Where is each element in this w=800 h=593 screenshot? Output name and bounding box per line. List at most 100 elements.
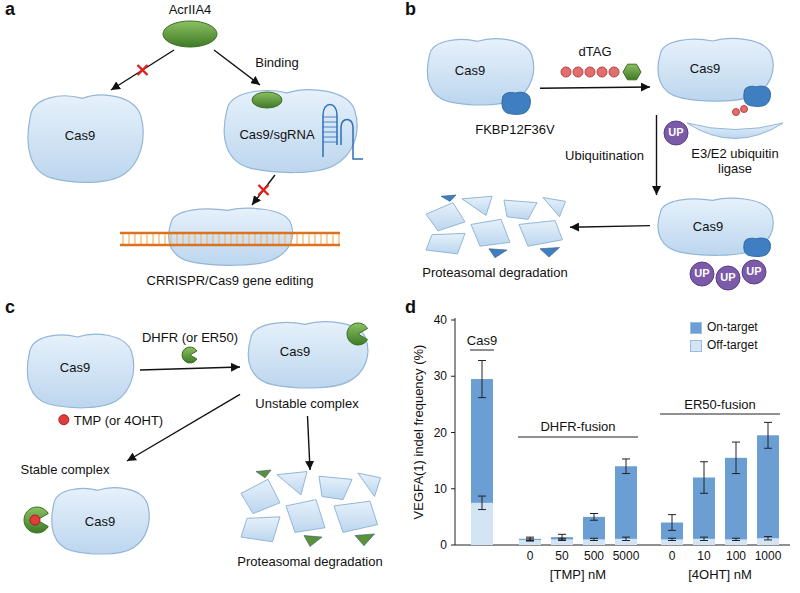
- node-label: UP: [668, 125, 683, 140]
- error-cap: [526, 541, 534, 542]
- dtag-bead: [733, 109, 740, 116]
- on-target-bar: [615, 466, 637, 545]
- dna-rung: [134, 233, 135, 245]
- legend-swatch: [690, 322, 702, 334]
- off-target-bar: [519, 540, 541, 545]
- cas9-protein: Cas9: [20, 90, 150, 185]
- error-cap: [590, 520, 598, 521]
- cas9-fkbp-fusion: Cas9: [650, 195, 780, 263]
- fkbp-domain: [744, 86, 771, 106]
- off-target-bar: [583, 539, 605, 545]
- group-bracket: [518, 437, 638, 438]
- error-cap: [622, 537, 630, 538]
- dtag-bead: [561, 67, 571, 77]
- error-cap: [764, 448, 772, 449]
- dna-rung: [260, 233, 261, 245]
- error-cap: [732, 442, 740, 443]
- dna-strand: [120, 232, 340, 234]
- node-label: Cas9: [690, 61, 720, 76]
- error-cap: [478, 496, 486, 497]
- error-bar: [626, 537, 627, 540]
- error-cap: [668, 514, 676, 515]
- dna-rung: [158, 233, 159, 245]
- dna-rung: [212, 233, 213, 245]
- node-label: Proteasomal degradation: [237, 554, 382, 569]
- panel-letter: b: [405, 2, 416, 17]
- group-label: ER50-fusion: [684, 397, 756, 412]
- dna-rung: [140, 233, 141, 245]
- error-cap: [700, 461, 708, 462]
- error-bar: [704, 537, 705, 540]
- dna-rung: [194, 233, 195, 245]
- dna-rung: [290, 233, 291, 245]
- y-axis: [455, 318, 456, 545]
- dna-rung: [332, 233, 333, 245]
- error-cap: [700, 537, 708, 538]
- error-cap: [764, 539, 772, 540]
- dna-rung: [200, 233, 201, 245]
- dna-rung: [170, 233, 171, 245]
- node-label: Cas9/sgRNA: [239, 127, 314, 142]
- legend-swatch: [690, 340, 702, 352]
- tick: [451, 320, 455, 321]
- reagent-name: dTAG: [579, 44, 612, 59]
- acriia4-protein: [163, 21, 217, 47]
- dhfr-domain: [347, 323, 368, 345]
- dna-rung: [206, 233, 207, 245]
- error-cap: [526, 538, 534, 539]
- dna-rung: [296, 233, 297, 245]
- ubiquitin-circle: [716, 266, 740, 290]
- connector-arrow: [656, 115, 657, 195]
- error-cap: [732, 473, 740, 474]
- cas9-sgrna-complex: Cas9/sgRNA: [215, 85, 365, 175]
- error-bar: [562, 534, 563, 540]
- protein-fragment: [241, 479, 280, 513]
- tick-label: 40: [434, 313, 447, 328]
- protein-fragment: [334, 501, 378, 532]
- off-target-bar: [551, 539, 573, 545]
- dna-rung: [152, 233, 153, 245]
- connector-arrow: [127, 394, 240, 461]
- error-cap: [558, 534, 566, 535]
- tick-label: 0: [440, 538, 447, 553]
- panel-letter: c: [5, 300, 15, 315]
- dtag-bead: [573, 67, 583, 77]
- tick: [451, 488, 455, 489]
- protein-fragment: [543, 198, 566, 217]
- off-target-bar: [725, 539, 747, 545]
- error-cap: [622, 458, 630, 459]
- group-label: DHFR-fusion: [540, 419, 615, 434]
- protein-fragment: [319, 476, 352, 499]
- domain-fragment: [304, 536, 322, 547]
- node-label: UP: [720, 270, 735, 285]
- cas9-protein: Cas9: [20, 330, 140, 410]
- tick: [451, 376, 455, 377]
- protein-fragment: [519, 221, 563, 247]
- dna-rung: [278, 233, 279, 245]
- error-bar: [482, 496, 483, 510]
- dtag-bead: [741, 106, 748, 113]
- error-cap: [668, 530, 676, 531]
- sgrna-pair: [323, 127, 337, 128]
- error-cap: [590, 538, 598, 539]
- on-target-bar: [551, 537, 573, 545]
- dna-rung: [236, 233, 237, 245]
- dhfr-domain: [24, 507, 48, 533]
- legend-text: On-target: [707, 320, 758, 335]
- dna-rung: [326, 233, 327, 245]
- dna-rung: [248, 233, 249, 245]
- connector-arrow: [540, 87, 650, 88]
- group-label: Cas9: [467, 333, 497, 348]
- dna-strand: [120, 244, 340, 246]
- dna-rung: [176, 233, 177, 245]
- error-cap: [668, 538, 676, 539]
- tick-label: 0: [527, 549, 534, 564]
- dna-rung: [338, 233, 339, 245]
- sgrna-pair: [323, 132, 337, 133]
- protein-fragment: [358, 473, 381, 496]
- axis-title: VEGFA(1) indel frequency (%): [411, 345, 426, 520]
- dtag-ligand: [623, 64, 641, 80]
- panel-letter: d: [405, 300, 416, 315]
- panel-letter: a: [5, 2, 15, 17]
